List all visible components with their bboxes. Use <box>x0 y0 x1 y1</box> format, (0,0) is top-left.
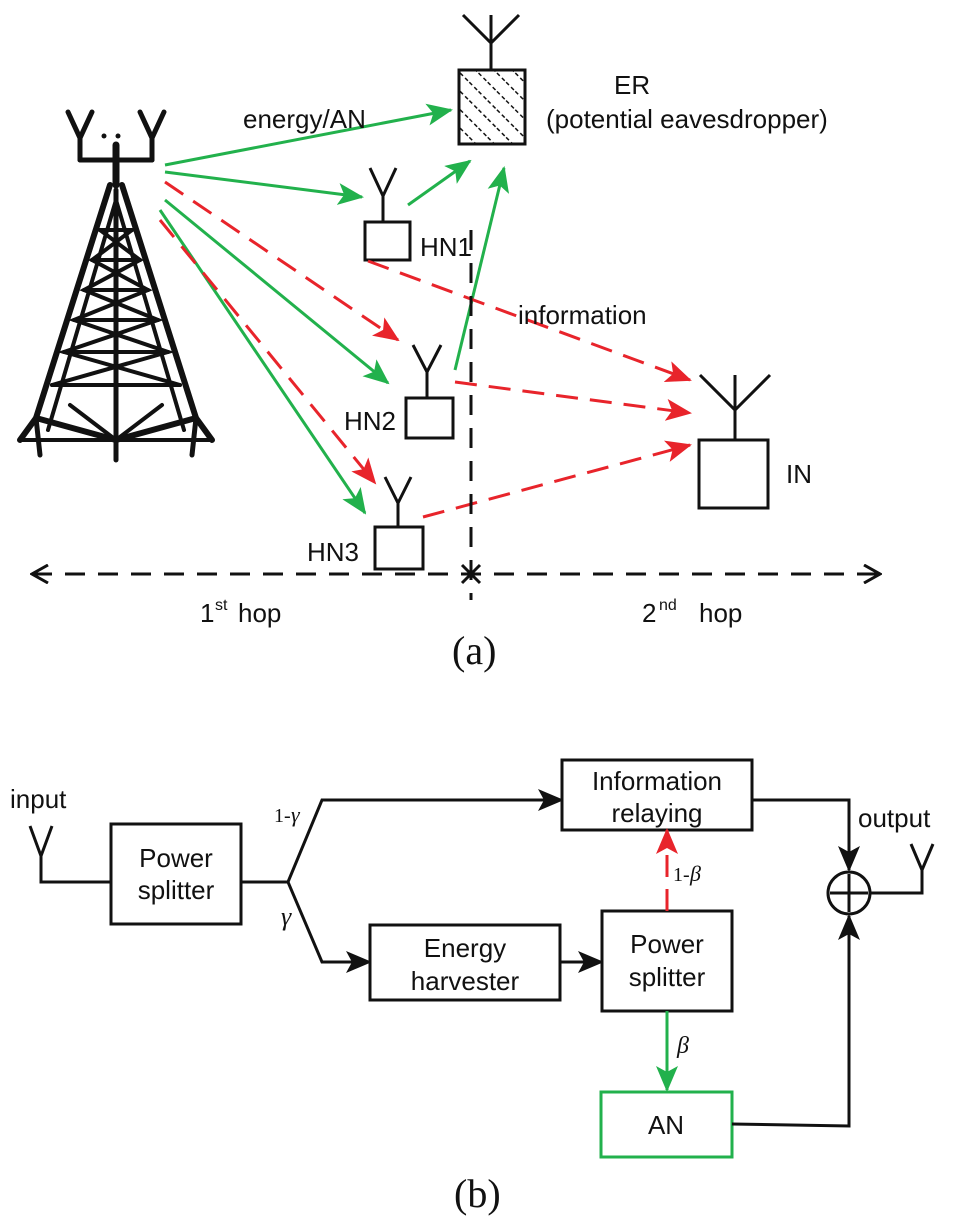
in-antenna-icon <box>698 373 772 440</box>
power-splitter-1-line1: Power <box>139 843 213 873</box>
hn1-label: HN1 <box>420 232 472 262</box>
hn1-antenna-icon <box>368 167 398 222</box>
energy-harvester-block: Energy harvester <box>368 923 562 1002</box>
panel-a: ER (potential eavesdropper) HN1 HN2 HN3 … <box>17 13 880 673</box>
hn2-label: HN2 <box>344 406 396 436</box>
gamma-label: γ <box>281 902 292 931</box>
info-arrow-hn2-to-in <box>454 380 692 421</box>
energy-links: energy/AN <box>158 103 510 515</box>
svg-text:nd: nd <box>659 597 677 614</box>
hn2-node: HN2 <box>344 344 455 440</box>
in-box <box>697 438 770 510</box>
in-label: IN <box>786 459 812 489</box>
input-antenna: input <box>10 784 111 884</box>
energy-harvester-line2: harvester <box>411 966 520 996</box>
hn3-node: HN3 <box>307 476 425 571</box>
energy-arrow-hn2-to-er <box>453 166 510 371</box>
an-block: AN <box>599 1090 734 1159</box>
energy-arrow-to-hn2 <box>164 198 390 385</box>
panel-a-caption: (a) <box>452 628 496 673</box>
hn3-antenna-icon <box>383 476 413 527</box>
energy-an-label: energy/AN <box>243 104 366 134</box>
information-relaying-box <box>560 758 754 832</box>
relay-to-adder-arrow <box>752 798 860 872</box>
upper-branch-arrow <box>241 789 564 884</box>
hop-cross-icon <box>460 563 482 585</box>
info-arrow-hn3-to-in <box>422 440 692 519</box>
info-arrow-to-hn2 <box>164 180 400 342</box>
input-label: input <box>10 784 67 814</box>
one-minus-gamma-label: 1- γ <box>274 802 301 827</box>
svg-text:hop: hop <box>699 598 742 628</box>
information-relaying-line1: Information <box>592 766 722 796</box>
hn2-antenna-icon <box>411 344 443 398</box>
svg-text:hop: hop <box>238 598 281 628</box>
panel-b-caption: (b) <box>454 1171 501 1216</box>
svg-text:γ: γ <box>291 802 301 827</box>
er-sublabel: (potential eavesdropper) <box>546 104 828 134</box>
svg-text:1: 1 <box>200 598 214 628</box>
output-label: output <box>858 803 931 833</box>
svg-text:st: st <box>215 597 228 614</box>
hop2-label: 2 nd hop <box>642 597 742 628</box>
power-splitter-2-box <box>600 909 734 1013</box>
information-relaying-line2: relaying <box>611 798 702 828</box>
in-node: IN <box>697 373 812 510</box>
hn3-label: HN3 <box>307 537 359 567</box>
svg-text:1-: 1- <box>274 805 291 827</box>
er-node: ER (potential eavesdropper) <box>457 13 828 146</box>
one-minus-beta-label: 1- β <box>673 861 701 886</box>
information-links: information <box>158 180 692 519</box>
energy-harvester-line1: Energy <box>424 933 506 963</box>
power-splitter-2-line1: Power <box>630 929 704 959</box>
adder-icon <box>826 870 872 916</box>
hn2-box <box>404 396 455 440</box>
er-label: ER <box>614 70 650 100</box>
output-antenna: output <box>858 803 935 895</box>
panel-b: input Power splitter 1- γ γ Information … <box>10 758 935 1216</box>
hop-axis: 1 st hop 2 nd hop <box>32 230 880 628</box>
power-splitter-1: Power splitter <box>109 822 243 926</box>
hn1-node: HN1 <box>363 167 472 262</box>
beta-label: β <box>676 1033 689 1059</box>
power-splitter-2-line2: splitter <box>629 962 706 992</box>
info-arrow-hn1-to-in <box>367 259 692 382</box>
power-splitter-1-line2: splitter <box>138 875 215 905</box>
input-antenna-icon <box>28 825 111 884</box>
energy-arrow-to-hn1 <box>164 170 364 205</box>
an-box <box>599 1090 734 1159</box>
hn3-box <box>373 525 425 571</box>
information-relaying-block: Information relaying <box>560 758 754 832</box>
base-station-tower-icon <box>17 109 215 463</box>
hop1-label: 1 st hop <box>200 597 281 628</box>
svg-text:2: 2 <box>642 598 656 628</box>
information-label: information <box>518 300 647 330</box>
an-to-adder-arrow <box>731 914 860 1128</box>
er-antenna-icon <box>461 13 521 70</box>
power-splitter-1-box <box>109 822 243 926</box>
energy-arrow-to-er <box>164 103 453 167</box>
er-box <box>457 68 527 146</box>
energy-harvester-box <box>368 923 562 1002</box>
svg-text:1-: 1- <box>673 864 690 886</box>
hn1-box <box>363 220 412 262</box>
energy-arrow-hn1-to-er <box>407 159 472 207</box>
info-arrow-to-hn3 <box>158 219 377 485</box>
an-label: AN <box>648 1110 684 1140</box>
lower-branch-arrow <box>286 881 372 973</box>
svg-text:β: β <box>689 861 701 886</box>
power-splitter-2: Power splitter <box>600 909 734 1013</box>
output-antenna-icon <box>870 843 935 895</box>
